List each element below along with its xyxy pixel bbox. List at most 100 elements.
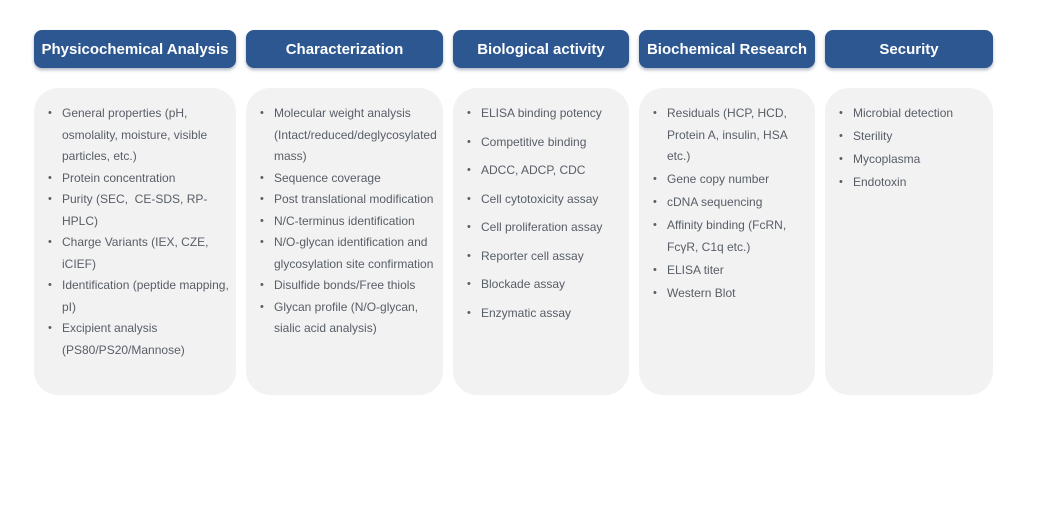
bullet-icon: • <box>260 214 264 227</box>
column-card: • Molecular weight analysis (Intact/reduc… <box>246 88 443 395</box>
bullet-icon: • <box>48 322 52 334</box>
list-item-text: Excipient analysis (PS80/PS20/Mannose) <box>62 321 185 357</box>
bullet-icon: • <box>653 107 657 119</box>
bullet-icon: • <box>653 286 657 299</box>
list-item-text: Sequence coverage <box>274 170 381 185</box>
bullet-icon: • <box>260 236 264 248</box>
item-list: • Residuals (HCP, HCD, Protein A, insulin… <box>653 103 809 304</box>
list-item-text: ELISA binding potency <box>481 106 602 120</box>
column-biological-activity: Biological activity •ELISA binding poten… <box>453 30 629 395</box>
list-item: • Sterility <box>839 126 987 148</box>
column-header: Biochemical Research <box>639 30 815 68</box>
bullet-icon: • <box>467 278 471 290</box>
item-list: • General properties (pH, osmolality, moi… <box>48 103 230 361</box>
list-item-text: Gene copy number <box>667 172 770 186</box>
item-list: •Molecular weight analysis (Intact/reduc… <box>260 103 437 340</box>
list-item-text: Post translational modification <box>274 192 434 206</box>
list-item: • Reporter cell assay <box>467 246 623 268</box>
column-header: Physicochemical Analysis <box>34 30 236 68</box>
list-item: •Sequence coverage <box>260 168 437 190</box>
list-item: •ELISA binding potency <box>467 103 623 125</box>
list-item-text: General properties (pH, osmolality, mois… <box>62 106 211 163</box>
column-biochemical-research: Biochemical Research • Residuals (HCP, HC… <box>639 30 815 395</box>
list-item: • Microbial detection <box>839 103 987 125</box>
bullet-icon: • <box>653 173 657 185</box>
list-item-text: Charge Variants (IEX, CZE, iCIEF) <box>62 235 212 271</box>
column-characterization: Characterization • Molecular weight analy… <box>246 30 443 395</box>
list-item: • Blockade assay <box>467 274 623 296</box>
list-item-text: Competitive binding <box>481 134 587 149</box>
list-item: • N/O-glycan identification and glycosyla… <box>260 232 437 275</box>
list-item-text: Glycan profile (N/O-glycan, sialic acid … <box>274 299 422 336</box>
column-security: Security •Microbial detection•Sterility•… <box>825 30 993 395</box>
column-header: Security <box>825 30 993 68</box>
assay-capabilities-board: Physicochemical Analysis • General proper… <box>34 30 993 395</box>
bullet-icon: • <box>653 196 657 208</box>
list-item: • Post translational modification <box>260 189 437 211</box>
bullet-icon: • <box>48 193 52 205</box>
list-item-text: Disulfide bonds/Free thiols <box>274 278 416 292</box>
list-item-text: Endotoxin <box>853 175 907 189</box>
bullet-icon: • <box>839 153 843 165</box>
list-item-text: N/C-terminus identification <box>274 213 415 228</box>
bullet-icon: • <box>260 193 264 205</box>
bullet-icon: • <box>467 249 471 262</box>
item-list: •ELISA binding potency•Competitive bindi… <box>467 103 623 324</box>
column-title: Security <box>879 40 939 58</box>
list-item: • Residuals (HCP, HCD, Protein A, insulin… <box>653 103 809 168</box>
list-item: • Cell cytotoxicity assay <box>467 189 623 211</box>
column-header: Characterization <box>246 30 443 68</box>
bullet-icon: • <box>467 164 471 176</box>
list-item: •Glycan profile (N/O-glycan, sialic acid… <box>260 297 437 340</box>
list-item-text: Microbial detection <box>853 106 954 120</box>
list-item-text: Sterility <box>853 129 893 143</box>
column-card: • Microbial detection • Sterility • Mycoplasm… <box>825 88 993 395</box>
bullet-icon: • <box>653 263 657 276</box>
list-item: • Enzymatic assay <box>467 303 623 325</box>
list-item-text: Purity (SEC, CE-SDS, RP-HPLC) <box>62 192 208 228</box>
list-item-text: N/O-glycan identification and glycosylat… <box>274 235 434 271</box>
list-item-text: Mycoplasma <box>853 152 921 166</box>
list-item-text: Cell cytotoxicity assay <box>481 191 599 206</box>
bullet-icon: • <box>653 219 657 231</box>
list-item-text: Residuals (HCP, HCD, Protein A, insulin,… <box>667 106 791 163</box>
list-item: • Competitive binding <box>467 132 623 154</box>
list-item: • ADCC, ADCP, CDC <box>467 160 623 182</box>
bullet-icon: • <box>48 279 52 291</box>
list-item-text: ADCC, ADCP, CDC <box>481 163 586 177</box>
list-item: • ELISA titer <box>653 260 809 282</box>
bullet-icon: • <box>467 135 471 148</box>
list-item-text: Identification (peptide mapping, pI) <box>62 278 233 314</box>
list-item-text: Affinity binding (FcRN, FcγR, C1q etc.) <box>667 218 790 254</box>
list-item: • Endotoxin <box>839 172 987 194</box>
list-item: •Protein concentration <box>48 168 230 190</box>
list-item-text: Molecular weight analysis (Intact/reduce… <box>274 106 441 163</box>
column-title: Physicochemical Analysis <box>41 40 229 58</box>
list-item: •General properties (pH, osmolality, moi… <box>48 103 230 168</box>
column-title: Biochemical Research <box>646 40 808 58</box>
bullet-icon: • <box>839 107 843 119</box>
column-header: Biological activity <box>453 30 629 68</box>
list-item-text: Western Blot <box>667 285 736 300</box>
bullet-icon: • <box>48 236 52 248</box>
list-item-text: Cell proliferation assay <box>481 220 603 234</box>
list-item: • Gene copy number <box>653 169 809 191</box>
list-item: • Charge Variants (IEX, CZE, iCIEF) <box>48 232 230 275</box>
item-list: • Microbial detection • Sterility • Mycoplasm… <box>839 103 987 194</box>
list-item: • Purity (SEC, CE-SDS, RP-HPLC) <box>48 189 230 232</box>
list-item: • Mycoplasma <box>839 149 987 171</box>
list-item-text: ELISA titer <box>667 262 724 277</box>
column-card: • General properties (pH, osmolality, moi… <box>34 88 236 395</box>
list-item-text: Blockade assay <box>481 277 566 291</box>
bullet-icon: • <box>467 192 471 205</box>
bullet-icon: • <box>467 221 471 233</box>
bullet-icon: • <box>467 306 471 319</box>
list-item-text: Enzymatic assay <box>481 305 572 320</box>
bullet-icon: • <box>839 130 843 142</box>
column-title: Biological activity <box>477 40 605 58</box>
list-item-text: Reporter cell assay <box>481 248 584 263</box>
list-item-text: cDNA sequencing <box>667 195 763 209</box>
bullet-icon: • <box>260 279 264 291</box>
bullet-icon: • <box>839 176 843 188</box>
bullet-icon: • <box>48 171 52 184</box>
